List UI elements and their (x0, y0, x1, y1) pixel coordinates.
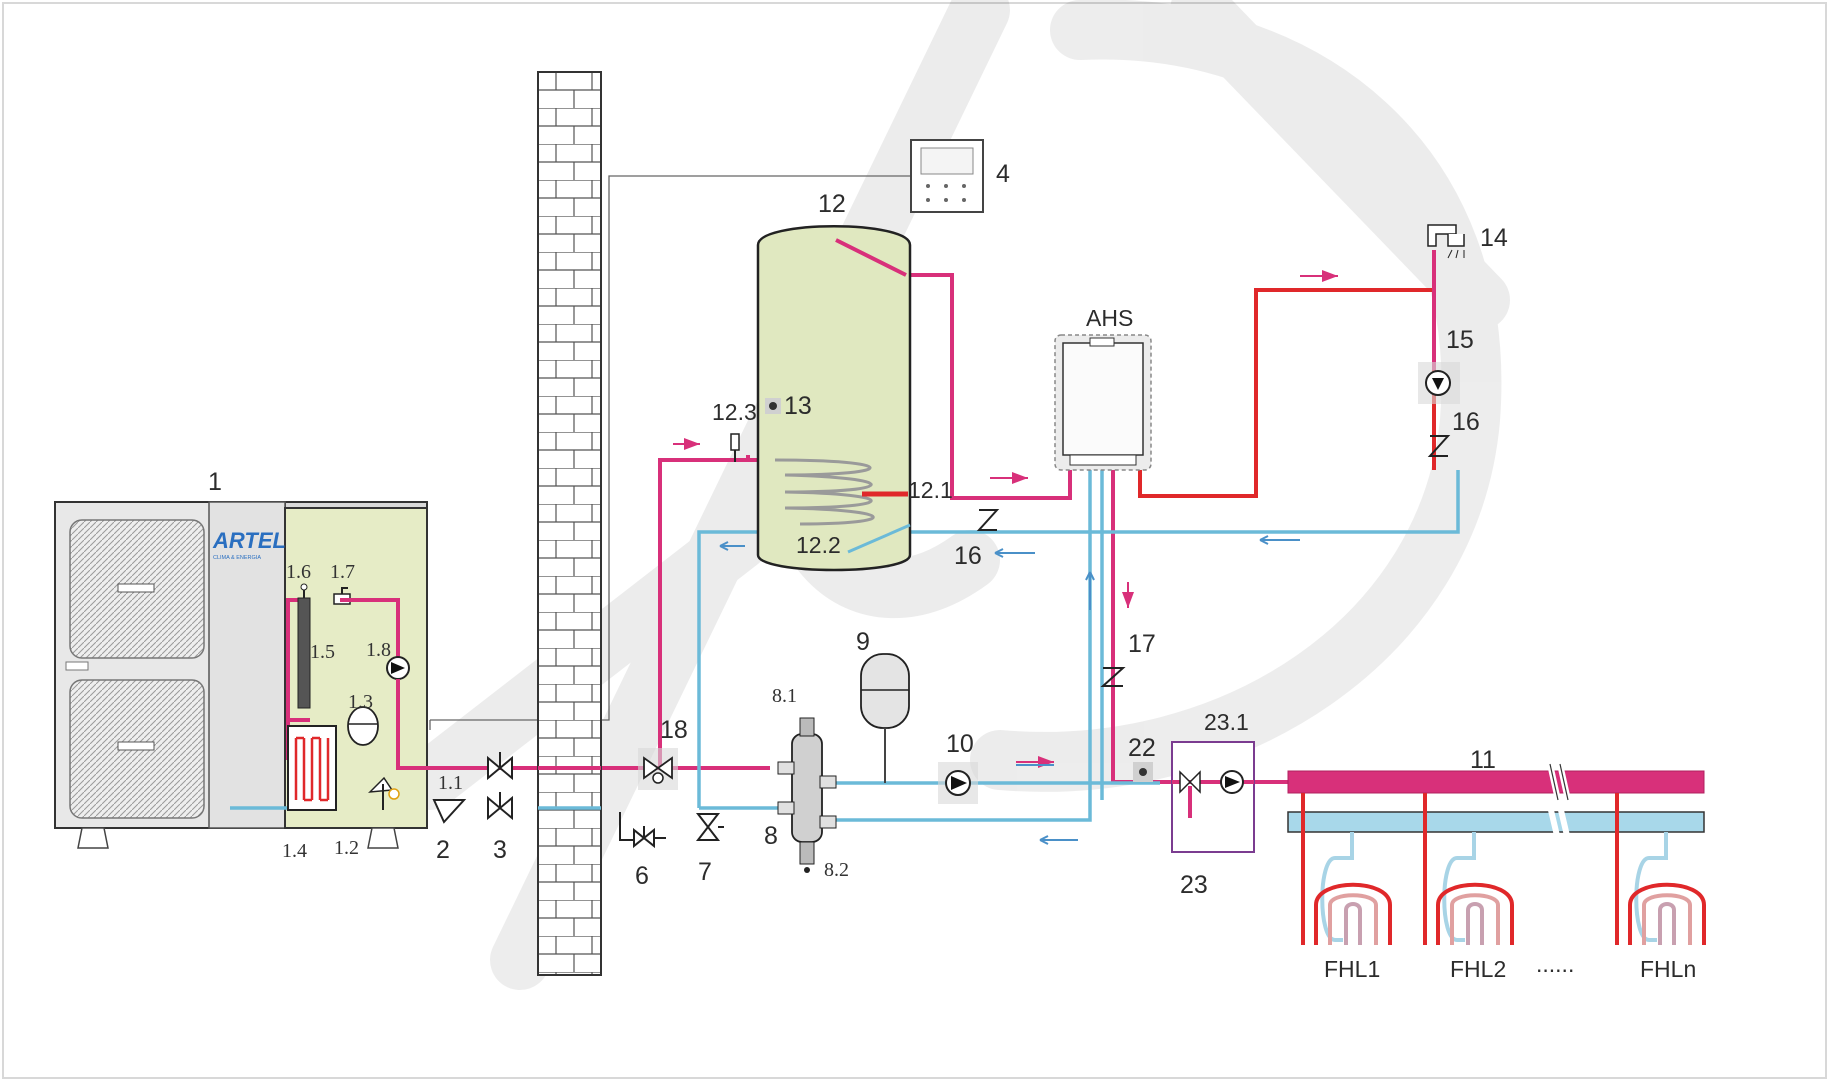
temperature-sensor-icon (730, 433, 740, 462)
cold-water-main (845, 470, 1460, 534)
brand-tagline: CLIMA & ENERGIA (213, 555, 261, 561)
label-dots: ...... (1536, 951, 1574, 977)
drain-valve-icon (619, 812, 666, 849)
label-fhl2: FHL2 (1450, 956, 1506, 982)
check-valve-icon (1427, 435, 1451, 457)
label-controller: 4 (996, 160, 1010, 188)
mixing-station-icon (1171, 741, 1255, 853)
filter-icon (432, 799, 467, 824)
label-valve-7: 7 (698, 858, 712, 886)
check-valve-icon (976, 509, 1000, 531)
label-12-3: 12.3 (712, 399, 757, 425)
label-separator: 8 (764, 822, 778, 850)
three-way-valve-icon (638, 748, 678, 790)
label-check-17: 17 (1128, 630, 1156, 658)
brand-logo: ARTEL (212, 528, 286, 553)
callout-labels: 1 1.1 1.2 1.3 1.4 1.5 1.6 1.7 1.8 2 3 4 … (208, 160, 1696, 982)
expansion-vessel-icon (347, 706, 379, 746)
label-1-6: 1.6 (286, 561, 311, 583)
label-8-1: 8.1 (772, 685, 797, 707)
label-check-16b: 16 (954, 542, 982, 570)
plate-heat-exchanger-icon (287, 725, 337, 811)
label-expansion: 9 (856, 628, 870, 656)
label-pump-10: 10 (946, 730, 974, 758)
label-check-16a: 16 (1452, 408, 1480, 436)
label-pump-15: 15 (1446, 326, 1474, 354)
label-1-5: 1.5 (310, 641, 335, 663)
air-vent-icon (300, 583, 308, 598)
shower-icon (1427, 224, 1465, 259)
label-12-2: 12.2 (796, 532, 841, 558)
fan-icon (69, 519, 205, 659)
label-12-1: 12.1 (908, 477, 953, 503)
label-shutoff: 3 (493, 836, 507, 864)
shutoff-valve-icon (487, 752, 513, 781)
label-tank: 12 (818, 190, 846, 218)
flow-arrows (673, 270, 1338, 845)
label-1-2: 1.2 (334, 837, 359, 859)
circulation-pump-icon (1418, 362, 1460, 404)
safety-valve-icon (368, 776, 400, 810)
manifold-icon (1287, 763, 1705, 841)
dhw-to-ahs-line (908, 273, 1072, 500)
label-shower: 14 (1480, 224, 1508, 252)
label-filter: 2 (436, 836, 450, 864)
circulation-pump-icon (938, 762, 978, 804)
controller-cable (430, 175, 911, 721)
label-fhln: FHLn (1640, 956, 1696, 982)
building-wall (537, 71, 602, 976)
backup-heater-icon (297, 597, 311, 709)
label-1-1: 1.1 (438, 772, 463, 794)
label-ahs: AHS (1086, 305, 1133, 331)
shutoff-valve-icon (487, 792, 513, 821)
label-drain: 6 (635, 862, 649, 890)
temperature-sensor-icon (1133, 762, 1153, 782)
fan-icon (69, 679, 205, 819)
label-1-7: 1.7 (330, 561, 355, 583)
label-1-4: 1.4 (282, 840, 307, 862)
label-8-2: 8.2 (824, 859, 849, 881)
label-1-8: 1.8 (366, 639, 391, 661)
floor-heating-loop-icon (1615, 793, 1706, 945)
label-sensor-13: 13 (784, 392, 812, 420)
label-3way-18: 18 (660, 716, 688, 744)
label-fhl1: FHL1 (1324, 956, 1380, 982)
label-mixing-23: 23 (1180, 871, 1208, 899)
label-sensor-22: 22 (1128, 734, 1156, 762)
expansion-vessel-icon (860, 653, 910, 783)
check-valve-icon (1100, 667, 1126, 687)
outdoor-unit: ARTEL CLIMA & ENERGIA (54, 501, 428, 849)
boiler-icon (1054, 334, 1152, 471)
thermostat-controller-icon (910, 139, 984, 213)
label-unit: 1 (208, 468, 222, 496)
label-23-1: 23.1 (1204, 709, 1249, 735)
check-valve-icon (695, 813, 724, 841)
label-1-3: 1.3 (348, 691, 373, 713)
label-manifold: 11 (1470, 746, 1496, 774)
floor-heating-loop-icon (1423, 793, 1514, 945)
dhw-tank-icon (756, 225, 912, 572)
hydraulic-separator-icon (777, 717, 837, 873)
floor-heating-loop-icon (1301, 793, 1392, 945)
